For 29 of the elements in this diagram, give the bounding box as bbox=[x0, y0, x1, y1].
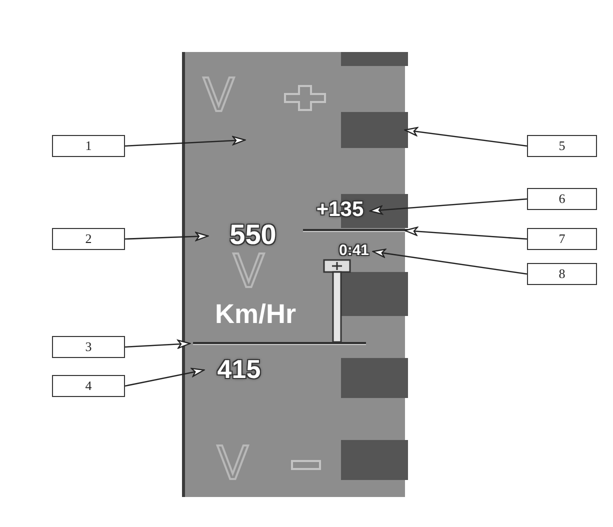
callout-number: 5 bbox=[527, 135, 597, 157]
leader-arrow bbox=[124, 136, 246, 147]
leader-arrow bbox=[372, 248, 528, 275]
leader-arrow bbox=[369, 198, 528, 215]
leader-arrow bbox=[404, 127, 528, 147]
callout-number: 4 bbox=[52, 375, 125, 397]
dark-tape-block bbox=[341, 112, 408, 148]
dark-tape-block bbox=[341, 52, 408, 66]
unit-label: Km/Hr bbox=[215, 296, 325, 332]
callout-number: 8 bbox=[527, 263, 597, 285]
speed-tape-panel bbox=[182, 52, 405, 497]
leader-arrow bbox=[404, 226, 528, 240]
speed-readout: 550 bbox=[211, 221, 295, 251]
callout-number: 6 bbox=[527, 188, 597, 210]
leader-arrow bbox=[124, 232, 209, 242]
reference-line bbox=[193, 342, 366, 345]
callout-number: 1 bbox=[52, 135, 125, 157]
callout-number: 3 bbox=[52, 336, 125, 358]
leader-arrow bbox=[124, 340, 191, 349]
dark-tape-block bbox=[341, 358, 408, 398]
leader-arrow bbox=[124, 368, 205, 387]
dark-tape-block bbox=[341, 440, 408, 480]
dark-tape-block bbox=[341, 272, 408, 316]
callout-number: 2 bbox=[52, 228, 125, 250]
callout-number: 7 bbox=[527, 228, 597, 250]
speed-readout: 415 bbox=[207, 356, 271, 384]
speed-readout: 0:41 bbox=[332, 243, 376, 260]
reference-line bbox=[303, 229, 408, 232]
speed-readout: +135 bbox=[307, 199, 373, 223]
